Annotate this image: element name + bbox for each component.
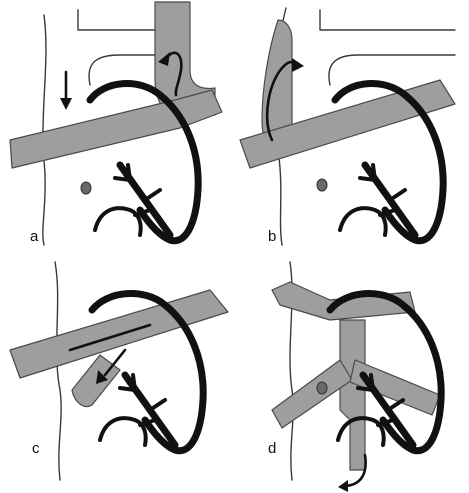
panel-label-b: b bbox=[268, 228, 276, 245]
panel-a-dot bbox=[81, 182, 91, 194]
panel-label-a: a bbox=[30, 228, 38, 245]
panel-b-upper-outline bbox=[320, 10, 455, 30]
panel-b-inner-outline bbox=[329, 55, 455, 85]
panel-b-heart-lower bbox=[340, 208, 386, 235]
panel-c-heart-lower bbox=[100, 418, 146, 445]
panel-label-c: c bbox=[32, 440, 40, 457]
panel-c-stub-vessel bbox=[72, 355, 120, 407]
panel-a-down-arrowhead bbox=[60, 98, 72, 110]
panel-b-dot bbox=[317, 179, 327, 191]
panel-d-central-vessel bbox=[340, 320, 365, 470]
panel-a bbox=[10, 2, 222, 245]
panel-d-dot bbox=[317, 382, 327, 394]
panel-b-curved-arrowhead bbox=[292, 58, 304, 72]
panel-a-upper-outline bbox=[78, 10, 165, 30]
panel-a-heart-lower bbox=[95, 208, 141, 235]
panel-d-bottom-arrowhead bbox=[338, 480, 348, 492]
panel-c bbox=[10, 262, 228, 480]
panel-label-d: d bbox=[268, 440, 276, 457]
panel-b bbox=[240, 8, 455, 245]
panel-a-wall-line bbox=[43, 15, 46, 245]
panel-c-wall-line bbox=[55, 262, 61, 480]
panel-d bbox=[272, 262, 441, 492]
